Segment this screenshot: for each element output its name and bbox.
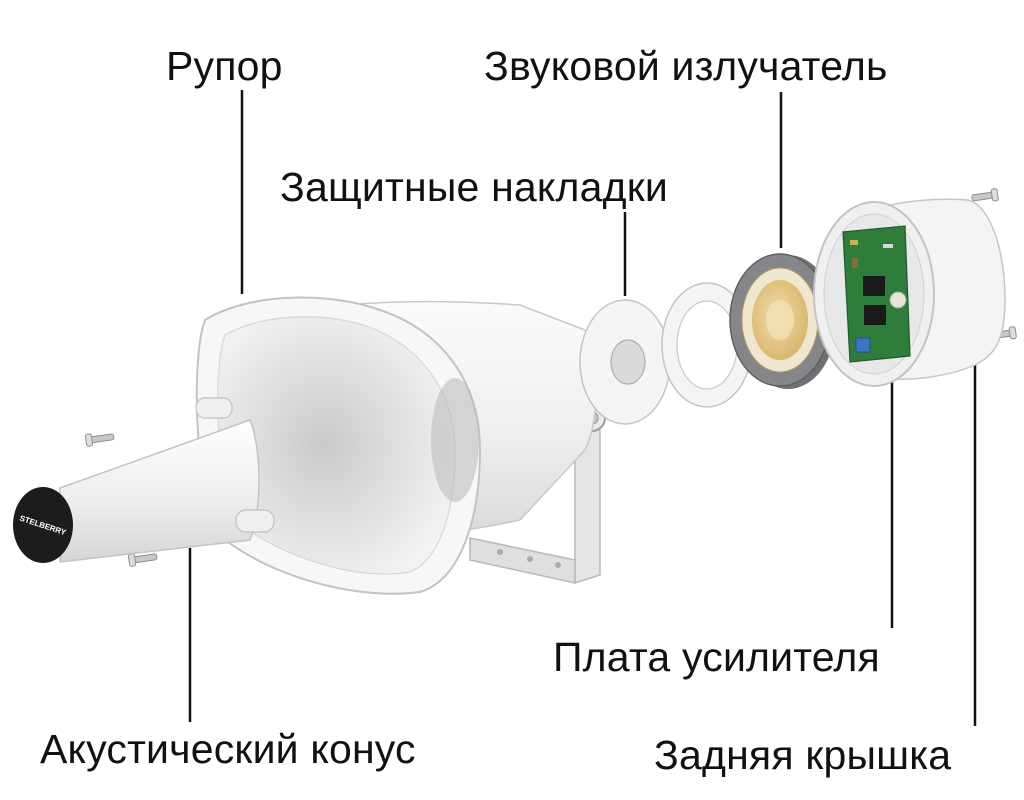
label-amplifier-board: Плата усилителя: [553, 634, 880, 680]
label-sound-emitter: Звуковой излучатель: [484, 43, 888, 89]
leader-lines: [188, 90, 977, 726]
label-horn: Рупор: [166, 43, 283, 89]
label-acoustic-cone: Акустический конус: [40, 726, 416, 772]
label-protective-pads: Защитные накладки: [280, 164, 669, 210]
label-back-cover: Задняя крышка: [654, 732, 952, 778]
screw-icon-left-top: [84, 433, 115, 447]
stelberry-logo-disc: [13, 487, 73, 563]
acoustic-cone: STELBERRY: [13, 397, 275, 563]
screw-icon-left-bottom: [127, 553, 158, 567]
screw-icon-right-top: [971, 188, 999, 202]
back-cover: [813, 198, 1006, 387]
protective-pads: [579, 282, 753, 425]
sound-emitter: [729, 253, 836, 389]
amplifier-board: [842, 225, 911, 363]
